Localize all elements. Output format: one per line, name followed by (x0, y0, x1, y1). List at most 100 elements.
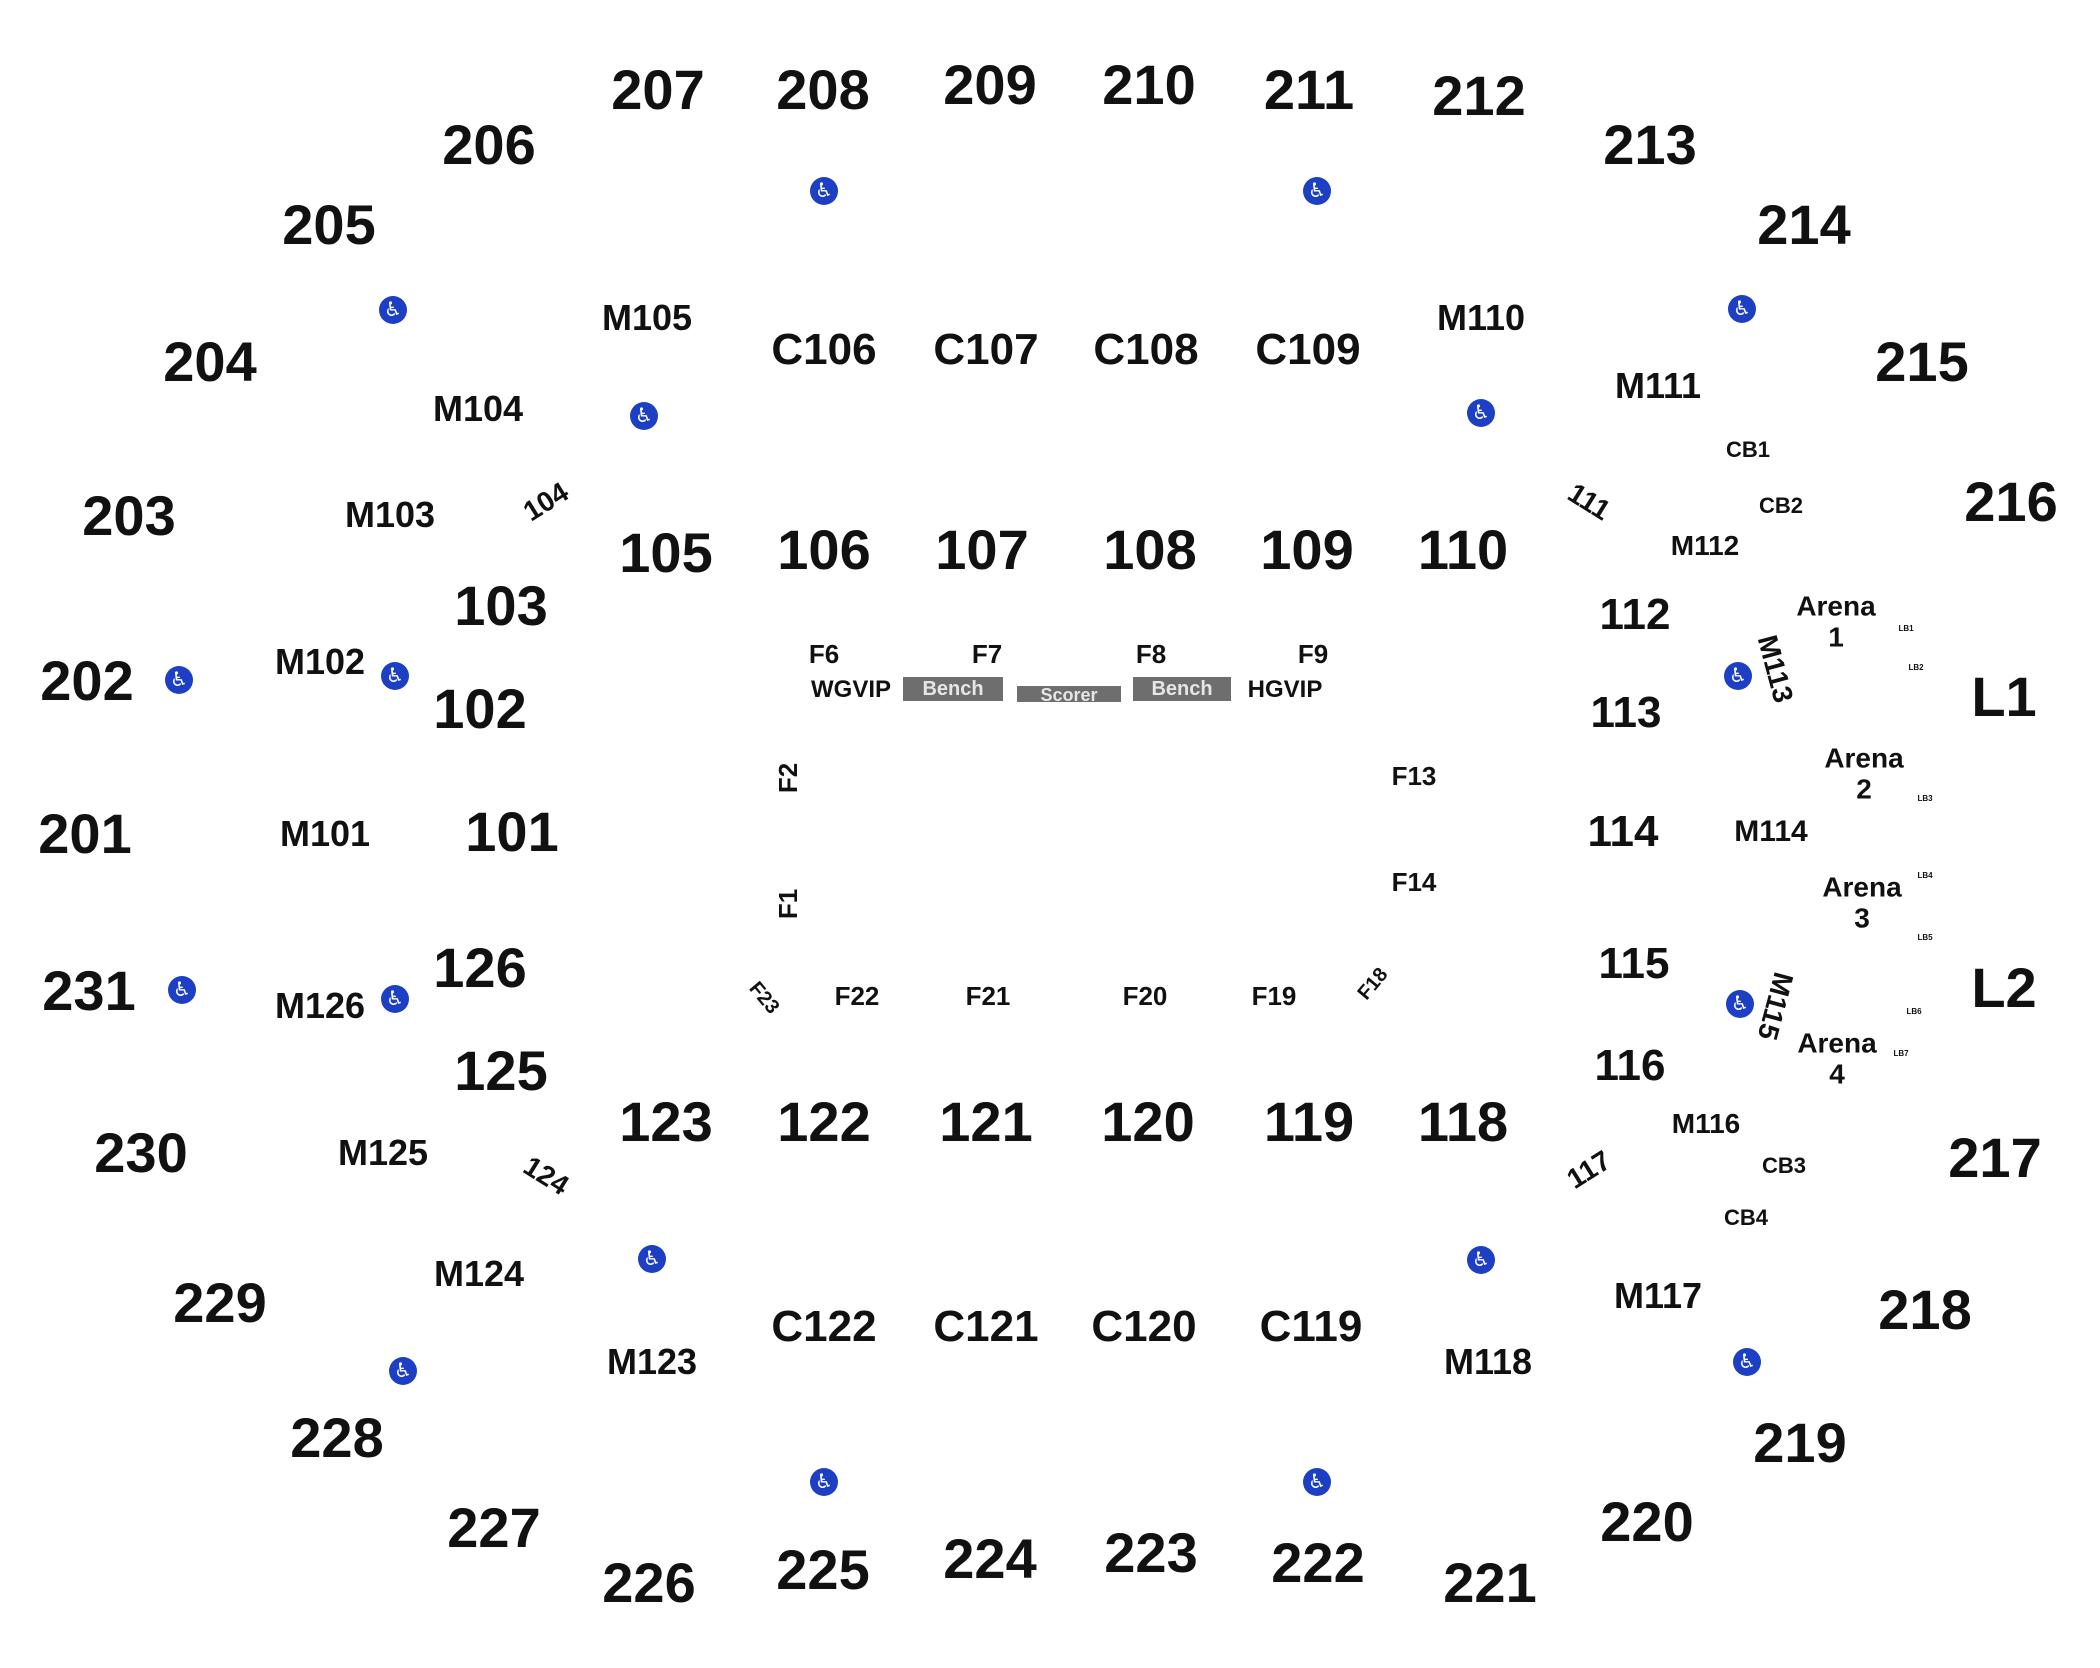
section-220[interactable]: 220 (1600, 1490, 1694, 1553)
section-115[interactable]: 115 (1598, 939, 1670, 988)
section-m124[interactable]: M124 (433, 1253, 525, 1294)
section-m111[interactable]: M111 (1614, 365, 1702, 406)
section-m102[interactable]: M102 (274, 641, 366, 682)
section-l1[interactable]: L1 (1971, 665, 2037, 728)
section-f1[interactable]: F1 (773, 888, 803, 920)
section-arena-4[interactable]: Arena 4 (1797, 1027, 1877, 1090)
section-118[interactable]: 118 (1417, 1090, 1509, 1153)
section-205[interactable]: 205 (282, 193, 376, 256)
section-lb7[interactable]: LB7 (1893, 1049, 1909, 1058)
wheelchair-icon[interactable]: ♿ (638, 1245, 666, 1273)
section-f6[interactable]: F6 (808, 639, 840, 669)
section-120[interactable]: 120 (1101, 1090, 1195, 1153)
section-f7[interactable]: F7 (971, 639, 1003, 669)
wheelchair-icon[interactable]: ♿ (165, 666, 193, 694)
section-112[interactable]: 112 (1599, 590, 1671, 639)
wheelchair-icon[interactable]: ♿ (1733, 1348, 1761, 1376)
section-arena-3[interactable]: Arena 3 (1822, 871, 1902, 934)
section-204[interactable]: 204 (163, 330, 257, 393)
section-arena-2[interactable]: Arena 2 (1824, 742, 1904, 805)
section-203[interactable]: 203 (82, 484, 176, 547)
section-c109[interactable]: C109 (1255, 325, 1361, 374)
section-216[interactable]: 216 (1964, 470, 2058, 533)
section-f8[interactable]: F8 (1135, 639, 1167, 669)
wheelchair-icon[interactable]: ♿ (810, 1468, 838, 1496)
section-104[interactable]: 104 (517, 476, 574, 528)
section-cb2[interactable]: CB2 (1758, 493, 1804, 518)
section-c122[interactable]: C122 (771, 1302, 877, 1351)
section-f2[interactable]: F2 (773, 762, 803, 794)
section-m114[interactable]: M114 (1734, 815, 1808, 848)
section-m116[interactable]: M116 (1671, 1108, 1741, 1139)
section-lb2[interactable]: LB2 (1908, 663, 1924, 672)
section-117[interactable]: 117 (1561, 1144, 1617, 1195)
section-208[interactable]: 208 (776, 58, 870, 121)
section-l2[interactable]: L2 (1971, 956, 2037, 1019)
section-101[interactable]: 101 (465, 800, 559, 863)
section-f22[interactable]: F22 (834, 981, 880, 1011)
section-124[interactable]: 124 (518, 1150, 575, 1202)
section-f13[interactable]: F13 (1391, 761, 1437, 791)
section-222[interactable]: 222 (1271, 1531, 1365, 1594)
section-f20[interactable]: F20 (1122, 981, 1168, 1011)
section-231[interactable]: 231 (42, 959, 136, 1022)
section-210[interactable]: 210 (1102, 53, 1196, 116)
section-223[interactable]: 223 (1104, 1521, 1198, 1584)
section-m112[interactable]: M112 (1670, 530, 1740, 561)
section-f21[interactable]: F21 (965, 981, 1011, 1011)
section-221[interactable]: 221 (1443, 1551, 1537, 1614)
section-228[interactable]: 228 (290, 1406, 384, 1469)
section-c119[interactable]: C119 (1259, 1302, 1363, 1351)
section-105[interactable]: 105 (619, 521, 713, 584)
section-c107[interactable]: C107 (933, 325, 1039, 374)
section-121[interactable]: 121 (939, 1090, 1033, 1153)
section-f19[interactable]: F19 (1251, 981, 1297, 1011)
wheelchair-icon[interactable]: ♿ (1467, 1246, 1495, 1274)
section-108[interactable]: 108 (1103, 518, 1197, 581)
section-107[interactable]: 107 (935, 518, 1029, 581)
section-m105[interactable]: M105 (601, 297, 693, 338)
section-f9[interactable]: F9 (1297, 639, 1329, 669)
section-119[interactable]: 119 (1263, 1090, 1355, 1153)
wheelchair-icon[interactable]: ♿ (1303, 177, 1331, 205)
section-211[interactable]: 211 (1263, 58, 1355, 121)
section-c106[interactable]: C106 (771, 325, 877, 374)
section-111[interactable]: 111 (1562, 476, 1616, 527)
section-206[interactable]: 206 (442, 113, 536, 176)
section-114[interactable]: 114 (1587, 807, 1659, 856)
section-wgvip[interactable]: WGVIP (810, 676, 892, 703)
section-lb3[interactable]: LB3 (1917, 794, 1933, 803)
wheelchair-icon[interactable]: ♿ (1726, 990, 1754, 1018)
section-229[interactable]: 229 (173, 1271, 267, 1334)
section-212[interactable]: 212 (1432, 64, 1526, 127)
wheelchair-icon[interactable]: ♿ (1303, 1468, 1331, 1496)
section-218[interactable]: 218 (1878, 1278, 1972, 1341)
section-202[interactable]: 202 (40, 649, 134, 712)
section-f23[interactable]: F23 (744, 977, 784, 1019)
section-213[interactable]: 213 (1603, 113, 1697, 176)
section-225[interactable]: 225 (776, 1538, 870, 1601)
section-lb6[interactable]: LB6 (1906, 1007, 1922, 1016)
wheelchair-icon[interactable]: ♿ (168, 976, 196, 1004)
section-m101[interactable]: M101 (279, 813, 371, 854)
section-209[interactable]: 209 (943, 53, 1037, 116)
section-cb4[interactable]: CB4 (1723, 1205, 1769, 1230)
section-m115[interactable]: M115 (1751, 969, 1800, 1044)
section-hgvip[interactable]: HGVIP (1247, 676, 1323, 703)
section-lb4[interactable]: LB4 (1917, 871, 1933, 880)
section-cb3[interactable]: CB3 (1761, 1153, 1807, 1178)
section-lb5[interactable]: LB5 (1917, 933, 1933, 942)
section-m113[interactable]: M113 (1751, 631, 1800, 706)
section-227[interactable]: 227 (447, 1496, 541, 1559)
section-106[interactable]: 106 (777, 518, 871, 581)
section-cb1[interactable]: CB1 (1725, 437, 1771, 462)
section-219[interactable]: 219 (1753, 1411, 1847, 1474)
section-116[interactable]: 116 (1594, 1041, 1666, 1090)
wheelchair-icon[interactable]: ♿ (381, 662, 409, 690)
section-201[interactable]: 201 (38, 802, 132, 865)
section-207[interactable]: 207 (611, 58, 705, 121)
wheelchair-icon[interactable]: ♿ (1467, 399, 1495, 427)
section-m117[interactable]: M117 (1613, 1275, 1703, 1316)
section-113[interactable]: 113 (1590, 688, 1662, 737)
section-224[interactable]: 224 (943, 1527, 1037, 1590)
